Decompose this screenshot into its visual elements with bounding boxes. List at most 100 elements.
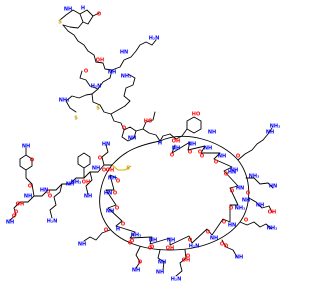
atom-label-n: NH [66, 182, 74, 188]
atom-label-o: OH [172, 139, 180, 145]
atom-label-o: HO [192, 112, 200, 118]
atom-label-n: HN [269, 184, 277, 190]
bond-asparagine-side [101, 144, 109, 166]
atom-label-n: NH [84, 194, 92, 200]
atom-label-o: O [104, 228, 108, 234]
atom-label-n: NH [210, 236, 218, 242]
atom-label-n: H₂N [171, 277, 182, 283]
atom-label-o: O [122, 126, 126, 132]
atom-label-n: NH [22, 144, 30, 150]
atom-label-n: NH [108, 70, 116, 76]
atom-label-o: O [200, 154, 204, 160]
atom-label-n: H [81, 6, 85, 12]
atom-label-o: O [46, 190, 50, 196]
bond-lower-serine [135, 246, 141, 269]
atom-label-n: NH [204, 146, 212, 152]
bond-arginine-left [49, 183, 63, 219]
atom-label-n: H₂N [47, 219, 58, 225]
atom-label-n: NH [92, 166, 100, 172]
canvas-background [0, 0, 300, 300]
atom-label-o: O [14, 210, 18, 216]
bond-arginine-upper-a [111, 39, 157, 71]
atom-label-o: O [84, 69, 88, 75]
atom-label-n: HN [228, 223, 236, 229]
atom-label-o: OH [82, 180, 90, 186]
atom-label-o: OH [166, 246, 174, 252]
atom-label-o: O [113, 191, 117, 197]
atom-label-n: NH [149, 238, 157, 244]
atom-label-n: NH₂ [249, 174, 260, 180]
atom-label-s: S [126, 166, 130, 172]
atom-label-o: O [220, 242, 224, 248]
atom-label-o: OH [96, 58, 104, 64]
atom-label-o: HO [144, 119, 152, 125]
atom-label-n: H₂N [189, 244, 200, 250]
atom-label-n: NH [172, 146, 180, 152]
atom-label-o: O [188, 150, 192, 156]
atom-label-n: NH [167, 238, 175, 244]
atom-label-n: NH [6, 220, 14, 226]
atom-label-o: O [102, 168, 106, 174]
atom-label-n: NH [132, 268, 140, 274]
atom-label-n: NH [208, 130, 216, 136]
atom-label-o: O [121, 222, 125, 228]
bond-aspartate-side [248, 197, 273, 213]
atom-label-o: O [230, 189, 234, 195]
atom-label-o: O [12, 214, 16, 220]
bond-isoleucine-side [221, 239, 238, 258]
atom-label-n: HN [102, 142, 110, 148]
atom-label-o: O [128, 241, 132, 247]
atom-label-n: NH [242, 198, 250, 204]
atom-label-n: NH [158, 260, 166, 266]
atom-label-o: O [236, 154, 240, 160]
atom-label-s: S [58, 20, 62, 26]
atom-label-o: O [244, 218, 248, 224]
atom-label-n: NH₂ [270, 124, 281, 130]
atom-label-n: NH [108, 176, 116, 182]
bond-arginine-right [237, 127, 273, 161]
atom-label-s: S [74, 116, 78, 122]
atom-label-n: HN [40, 188, 48, 194]
atom-label-o: O [214, 160, 218, 166]
atom-label-n: NH [266, 130, 274, 136]
ring-phenyl-left [77, 152, 91, 169]
atom-label-o: O [138, 260, 142, 266]
bond-upper-backbone [91, 69, 161, 142]
atom-label-n: NH₂ [131, 233, 142, 239]
atom-label-o: O [206, 230, 210, 236]
atom-label-o: O [229, 206, 233, 212]
bond-methionine-side [245, 177, 274, 189]
atom-label-n: NH [235, 255, 243, 261]
atom-label-n: HN [120, 50, 128, 56]
bond-left-backbone [19, 164, 113, 203]
atom-label-n: NH [24, 194, 32, 200]
bond-lower-alanine [157, 249, 165, 271]
atom-label-o: O [148, 246, 152, 252]
atom-label-n: NH [218, 154, 226, 160]
bond-biotin-carbonyl [92, 12, 100, 17]
atom-label-o: O [48, 194, 52, 200]
atom-label-n: H₂N [149, 36, 160, 42]
atom-label-o: O [98, 156, 102, 162]
bond-biotin-chain [62, 24, 97, 63]
atom-label-n: NH₂ [121, 74, 132, 80]
atom-label-n: H₂N [91, 84, 102, 90]
bond-left-serine [85, 171, 93, 195]
atom-label-o: O [150, 245, 154, 251]
bond-arginine-upper-c [65, 93, 93, 113]
atom-label-o: O [28, 184, 32, 190]
atom-label-o: O [188, 238, 192, 244]
atom-label-o: O [30, 158, 34, 164]
atom-label-o: O [97, 12, 101, 18]
atom-label-n: NH₂ [235, 206, 246, 212]
bond-arginine-lower-right [239, 221, 273, 230]
atom-label-n: H [158, 141, 162, 147]
bond-leucine-side [79, 70, 99, 90]
atom-label-n: NH [128, 136, 136, 142]
atom-label-n: NH [256, 203, 264, 209]
atom-label-s: S [96, 106, 100, 112]
atom-label-o: O [198, 150, 202, 156]
atom-label-o: OH [182, 258, 190, 264]
